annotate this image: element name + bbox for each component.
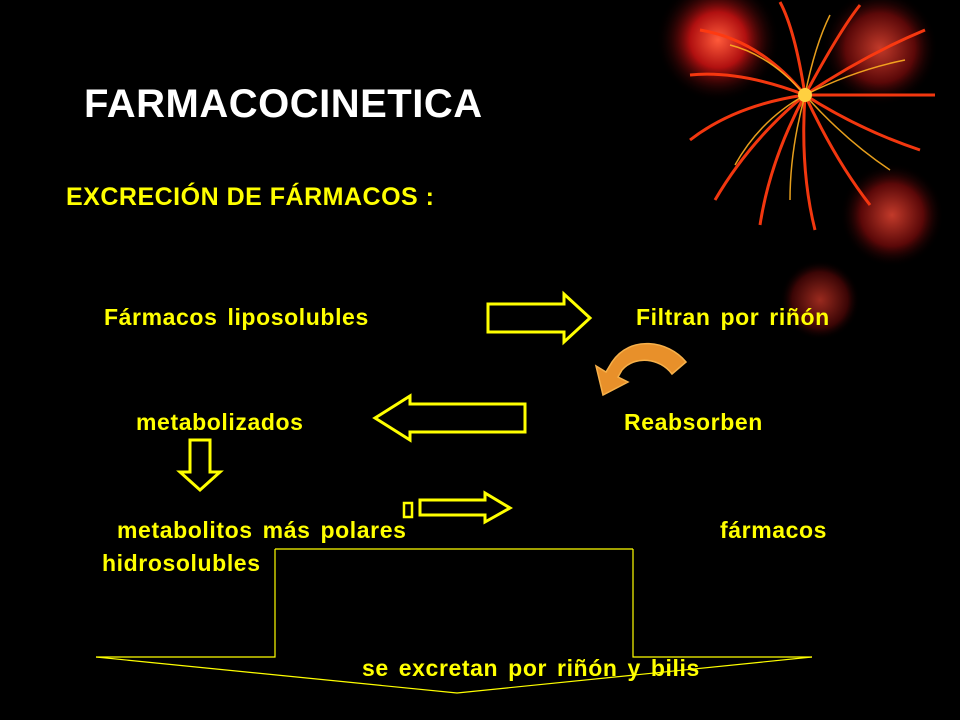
glow-ball <box>656 0 780 102</box>
firework-burst <box>689 1 935 231</box>
down-arrow-icon <box>176 438 224 493</box>
curved-arrow <box>594 342 688 397</box>
label-hidrosolubles: hidrosolubles <box>102 550 261 576</box>
page-title: FARMACOCINETICA <box>84 82 483 126</box>
right-arrow-icon <box>486 290 593 346</box>
glow-ball <box>840 163 944 267</box>
label-farmacos: fármacos <box>720 517 828 543</box>
label-metabolitos: metabolitos más polares <box>117 517 407 543</box>
right-arrow-small-icon <box>402 490 513 525</box>
glow-ball <box>822 0 938 106</box>
label-filtran: Filtran por riñón <box>636 304 830 330</box>
glow-ball <box>780 260 860 340</box>
left-arrow-icon <box>372 393 527 443</box>
subtitle: EXCRECIÓN DE FÁRMACOS : <box>66 183 435 211</box>
label-excretan: se excretan por riñón y bilis <box>362 655 700 681</box>
label-liposolubles: Fármacos liposolubles <box>104 304 369 330</box>
connector-lines <box>95 548 813 694</box>
label-metabolizados: metabolizados <box>136 409 304 435</box>
label-reabsorben: Reabsorben <box>624 409 763 435</box>
